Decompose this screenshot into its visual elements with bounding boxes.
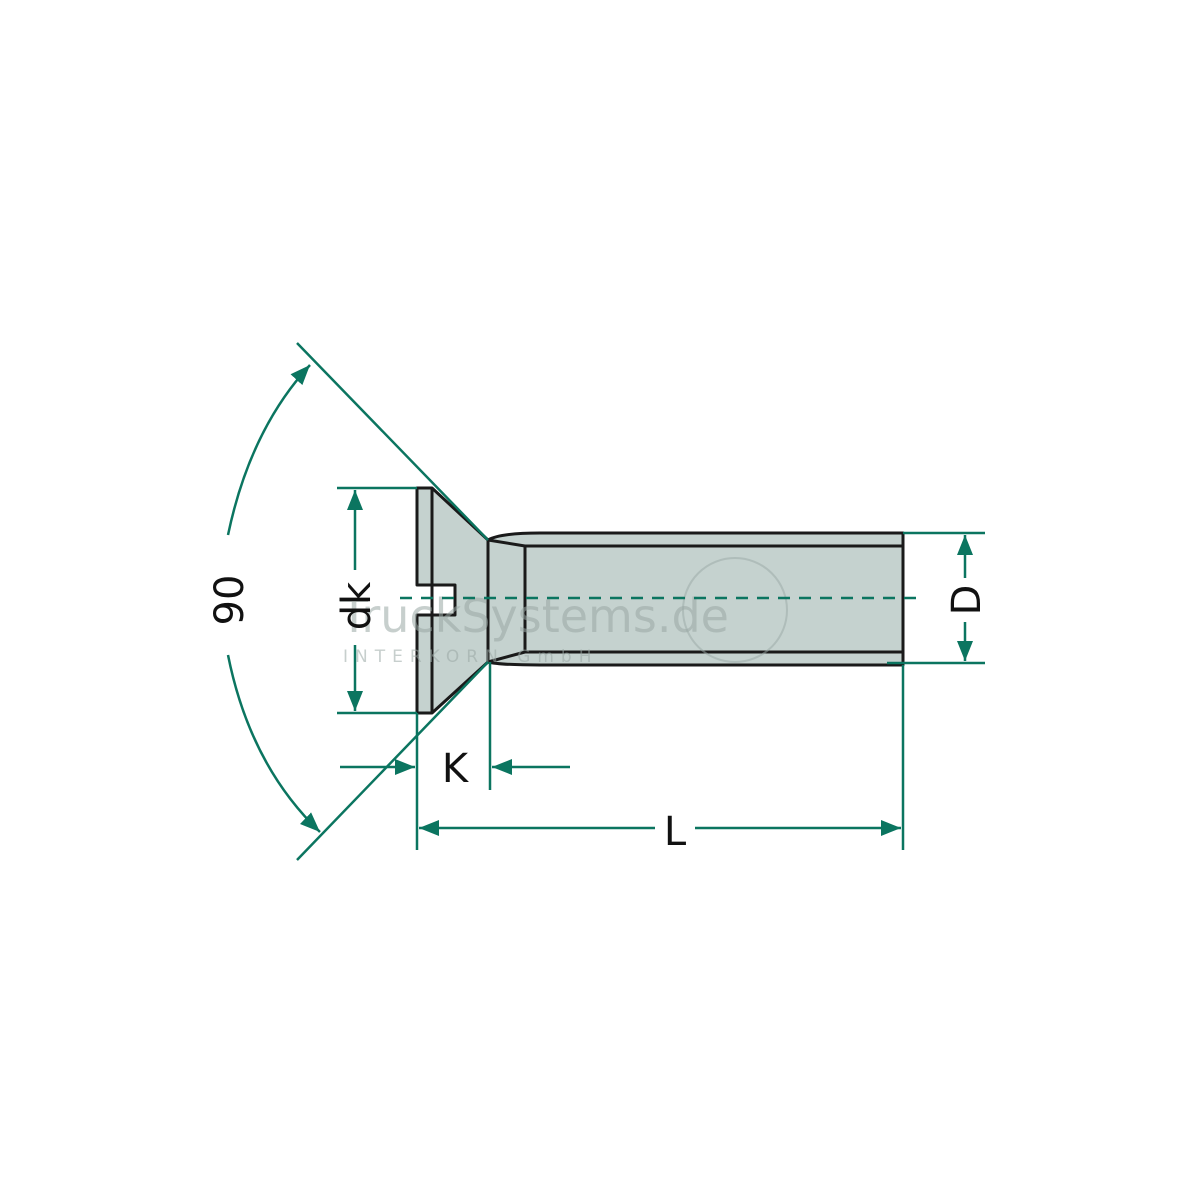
- diameter-dimension: D: [887, 531, 990, 665]
- svg-text:L: L: [664, 809, 687, 855]
- length-dimension: L: [419, 665, 905, 855]
- svg-text:D: D: [944, 585, 990, 616]
- svg-text:dk: dk: [334, 581, 380, 630]
- head-height-dimension: K: [340, 662, 570, 850]
- svg-text:90: 90: [207, 575, 253, 626]
- angle-dimension: 90: [207, 342, 489, 861]
- svg-text:INTERKORN GmbH: INTERKORN GmbH: [343, 647, 599, 667]
- svg-text:K: K: [442, 746, 470, 792]
- head-diameter-dimension: dk: [334, 486, 417, 715]
